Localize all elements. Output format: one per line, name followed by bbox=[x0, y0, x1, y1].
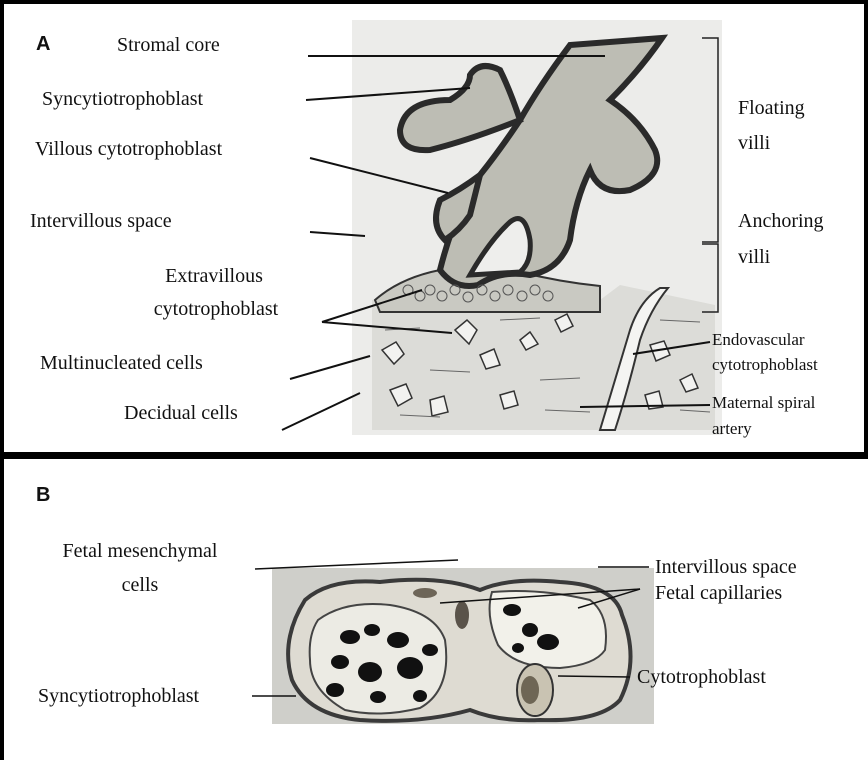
label-decidual-cells: Decidual cells bbox=[124, 402, 238, 424]
label-b-fetal-mesenchymal-cells: cells bbox=[40, 574, 240, 596]
label-extravillous-1: Extravillous bbox=[152, 265, 276, 287]
label-multinucleated-cells: Multinucleated cells bbox=[40, 352, 203, 374]
label-anchoring-villi: villi bbox=[738, 246, 770, 268]
label-floating: Floating bbox=[738, 97, 805, 119]
label-endovascular-cytotrophoblast: cytotrophoblast bbox=[712, 356, 818, 375]
label-maternal-spiral: Maternal spiral bbox=[712, 394, 815, 413]
label-villous-cytotrophoblast: Villous cytotrophoblast bbox=[35, 138, 222, 160]
label-stromal-core: Stromal core bbox=[117, 34, 220, 56]
panel-letter-a: A bbox=[36, 33, 50, 56]
label-b-cytotrophoblast: Cytotrophoblast bbox=[637, 666, 766, 688]
label-endovascular: Endovascular bbox=[712, 331, 805, 350]
leader-decidual bbox=[282, 393, 360, 430]
panel-letter-b: B bbox=[36, 484, 50, 507]
label-b-syncytiotrophoblast: Syncytiotrophoblast bbox=[38, 685, 199, 707]
label-syncytiotrophoblast: Syncytiotrophoblast bbox=[42, 88, 203, 110]
label-b-intervillous-space: Intervillous space bbox=[655, 556, 797, 578]
label-extravillous-2: cytotrophoblast bbox=[140, 298, 292, 320]
label-floating-villi: villi bbox=[738, 132, 770, 154]
label-maternal-artery: artery bbox=[712, 420, 752, 439]
villi-drawing bbox=[352, 20, 722, 435]
label-anchoring: Anchoring bbox=[738, 210, 824, 232]
panel-b bbox=[0, 455, 868, 760]
label-b-fetal-mesenchymal: Fetal mesenchymal bbox=[40, 540, 240, 562]
label-b-fetal-capillaries: Fetal capillaries bbox=[655, 582, 782, 604]
label-intervillous-space: Intervillous space bbox=[30, 210, 172, 232]
